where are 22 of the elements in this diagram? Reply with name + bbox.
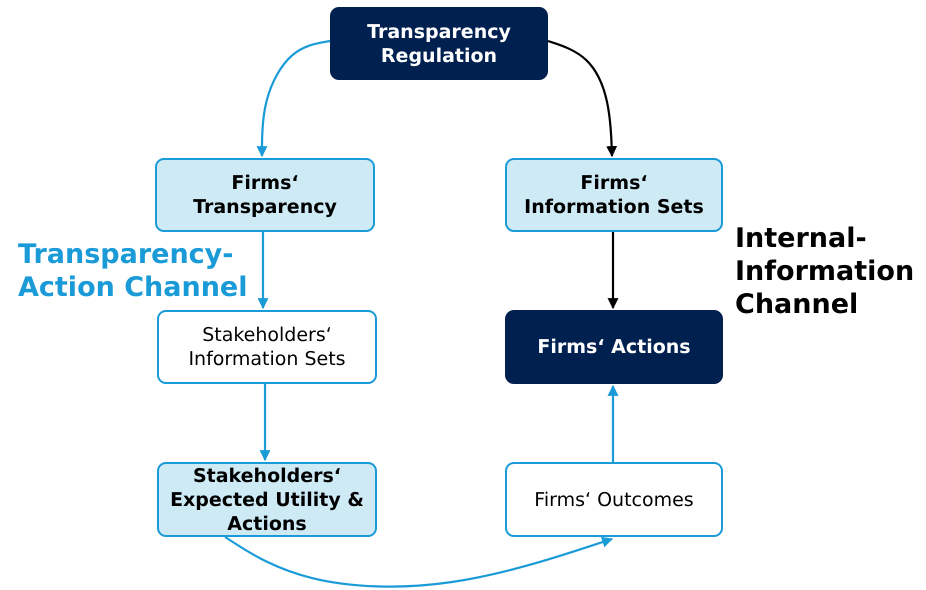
highlight-box — [505, 310, 723, 384]
node-label: Stakeholders‘ Expected Utility & Actions — [169, 464, 365, 536]
process-box — [155, 158, 375, 232]
highlight-box — [330, 7, 548, 80]
node-label: Transparency Regulation — [366, 20, 512, 68]
channel-label: Transparency-Action Channel — [18, 238, 248, 304]
arrow — [224, 536, 614, 588]
process-box — [505, 462, 723, 537]
node-label: Firms‘ Actions — [536, 335, 692, 359]
arrow — [260, 384, 270, 462]
process-box — [505, 158, 723, 232]
node-label: Firms‘ Transparency — [192, 171, 338, 219]
arrow — [608, 232, 618, 310]
channel-label: Internal-Information Channel — [735, 222, 916, 321]
arrow — [608, 384, 618, 462]
node-label: Firms‘ Information Sets — [523, 171, 705, 219]
arrow — [548, 40, 618, 158]
process-box — [157, 310, 377, 384]
node-label: Stakeholders‘ Information Sets — [187, 323, 347, 371]
node-label: Firms‘ Outcomes — [533, 488, 695, 512]
arrow — [258, 232, 268, 310]
arrow — [256, 40, 330, 158]
